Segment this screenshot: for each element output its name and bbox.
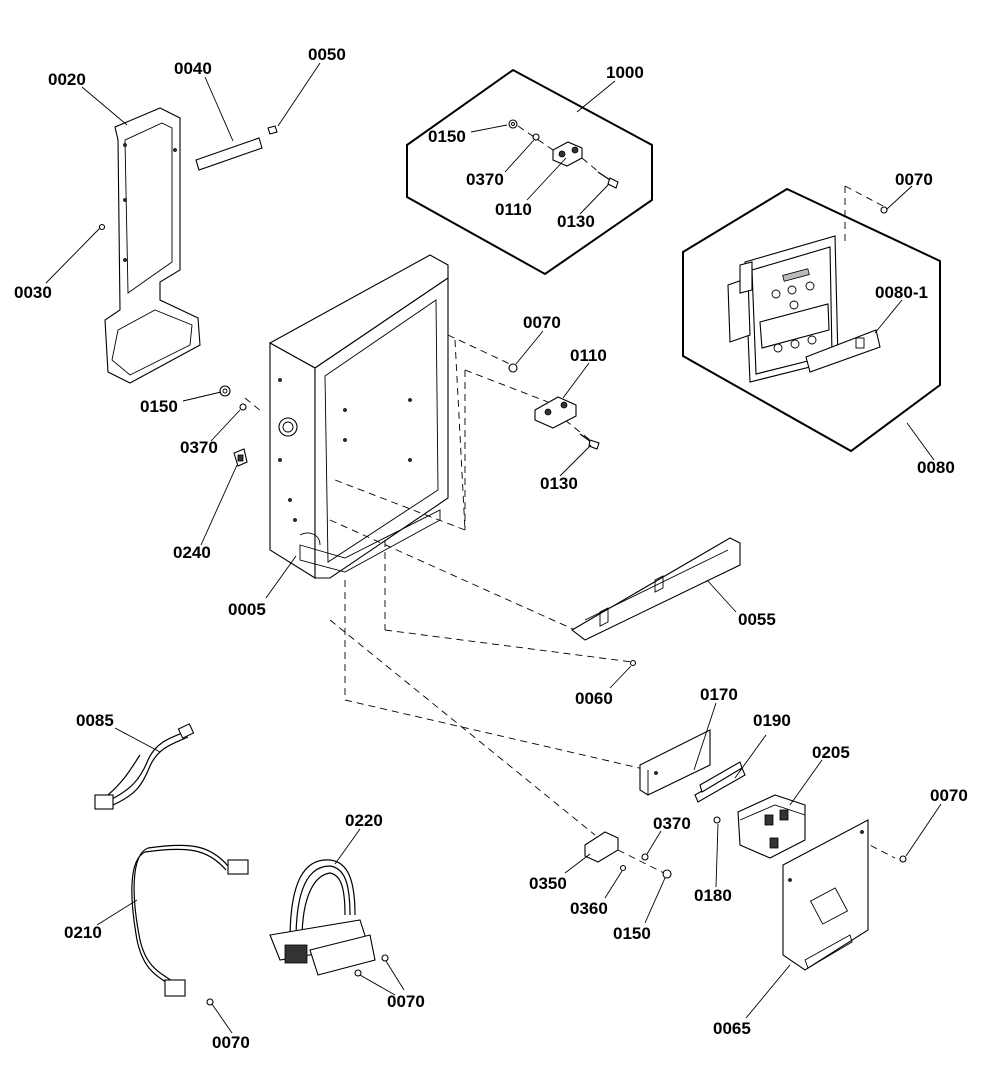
- callout-0005: 0005: [228, 600, 266, 619]
- kit-0080-outline: [682, 187, 941, 453]
- bracket-0170: [639, 729, 711, 796]
- breaker-0205: [737, 794, 806, 859]
- callout-0030: 0030: [14, 283, 52, 302]
- callout-labels: 0020 0040 0050 0030 1000 0150 0370 0110 …: [14, 45, 968, 1052]
- callout-0085: 0085: [76, 711, 114, 730]
- callout-0220: 0220: [345, 811, 383, 830]
- callout-0055: 0055: [738, 610, 776, 629]
- callout-1000: 1000: [606, 63, 644, 82]
- screws-right: [713, 206, 907, 863]
- screw-0030: [98, 223, 106, 231]
- harness-0220: [269, 859, 389, 977]
- callout-0020: 0020: [48, 70, 86, 89]
- assembly-guide-lines: [244, 334, 896, 859]
- callout-0150: 0150: [140, 397, 178, 416]
- callout-0070: 0070: [895, 170, 933, 189]
- screw-0060: [629, 659, 637, 667]
- callout-0370: 0370: [180, 438, 218, 457]
- callout-0040: 0040: [174, 59, 212, 78]
- harness-0085: [94, 723, 195, 810]
- callout-0110: 0110: [495, 200, 532, 219]
- control-board-0080: [727, 185, 884, 383]
- callout-0150: 0150: [428, 127, 466, 146]
- leader-lines: [45, 62, 942, 1034]
- callout-0180: 0180: [694, 886, 732, 905]
- callout-0240: 0240: [173, 543, 211, 562]
- kit-1000-outline: [406, 68, 653, 276]
- small-parts-left: [219, 385, 248, 467]
- cover-plate-0065: [782, 819, 869, 971]
- callout-0060: 0060: [575, 689, 613, 708]
- strip-0040: [195, 137, 263, 171]
- callout-0205: 0205: [812, 743, 850, 762]
- callout-0190: 0190: [753, 711, 791, 730]
- enclosure-box-0005: [268, 254, 449, 579]
- callout-0065: 0065: [713, 1019, 751, 1038]
- callout-0070: 0070: [387, 992, 425, 1011]
- nut-0050: [267, 125, 278, 135]
- callout-0050: 0050: [308, 45, 346, 64]
- callout-0150: 0150: [613, 924, 651, 943]
- callout-0070: 0070: [930, 786, 968, 805]
- side-channel-0020: [104, 107, 201, 384]
- callout-0130: 0130: [540, 474, 578, 493]
- callout-0080-1: 0080-1: [875, 283, 928, 302]
- callout-0210: 0210: [64, 923, 102, 942]
- harness-0210: [131, 844, 249, 1006]
- callout-0070: 0070: [212, 1033, 250, 1052]
- callout-0360: 0360: [570, 899, 608, 918]
- lug-group-middle: [508, 363, 600, 450]
- small-parts-bottom: [584, 831, 672, 879]
- callout-0370: 0370: [653, 814, 691, 833]
- callout-0370: 0370: [466, 170, 504, 189]
- callout-0080: 0080: [917, 458, 955, 477]
- callout-0350: 0350: [529, 874, 567, 893]
- callout-0130: 0130: [557, 212, 595, 231]
- kit-1000-parts: [508, 119, 619, 189]
- callout-0170: 0170: [700, 685, 738, 704]
- callout-0070: 0070: [523, 313, 561, 332]
- rail-0055: [571, 537, 741, 641]
- callout-0110: 0110: [570, 346, 607, 365]
